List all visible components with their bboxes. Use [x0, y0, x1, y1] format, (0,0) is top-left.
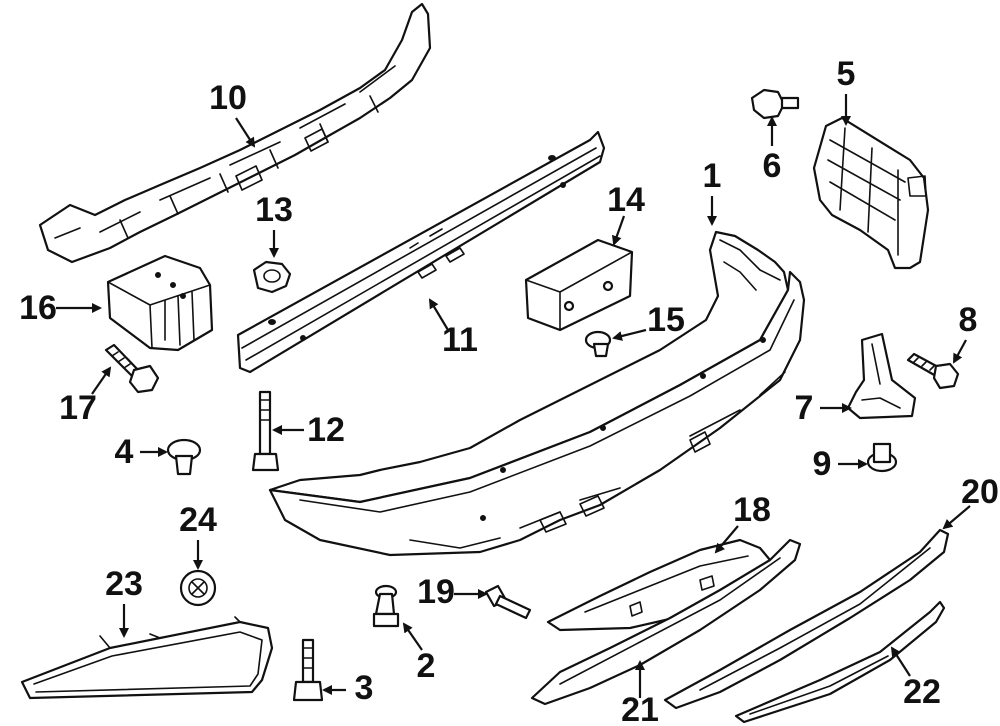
callout-11: 11 [442, 321, 478, 359]
leader-18 [714, 525, 739, 554]
callout-19: 19 [417, 573, 455, 611]
callout-2: 2 [417, 647, 436, 685]
callout-5: 5 [837, 55, 856, 93]
part-2-clip [372, 584, 400, 628]
callout-3: 3 [355, 669, 374, 707]
part-13-nut [252, 260, 292, 294]
callout-13: 13 [255, 191, 293, 229]
part-24-grommet [179, 569, 217, 607]
callout-23: 23 [105, 565, 143, 603]
callout-24: 24 [179, 501, 217, 539]
callout-10: 10 [209, 79, 247, 117]
part-21-lower-trim [530, 538, 802, 706]
part-11-reinforcement-beam [236, 130, 606, 374]
leader-20 [942, 505, 971, 530]
leader-22 [890, 646, 911, 677]
callout-14: 14 [607, 181, 645, 219]
callout-6: 6 [763, 147, 782, 185]
callout-8: 8 [959, 301, 978, 339]
part-4-clip [166, 438, 202, 476]
leader-2 [402, 622, 423, 651]
part-20-lower-trim [663, 528, 950, 710]
part-16-bracket [106, 254, 214, 352]
part-12-bolt [251, 390, 280, 472]
part-7-bracket [846, 332, 917, 420]
part-3-bolt [292, 638, 324, 702]
part-15-clip [584, 330, 612, 358]
callout-9: 9 [813, 445, 832, 483]
part-19-bolt [484, 584, 532, 620]
part-14-module [524, 238, 634, 332]
callout-16: 16 [19, 289, 57, 327]
callout-1: 1 [703, 157, 722, 195]
part-17-bolt [104, 343, 160, 394]
leader-8 [953, 339, 967, 364]
callout-17: 17 [59, 389, 97, 427]
leader-17 [91, 366, 112, 395]
part-10-upper-bracket [38, 2, 432, 264]
leader-11 [428, 298, 449, 331]
part-1-bumper-cover [268, 230, 806, 557]
callout-4: 4 [115, 433, 134, 471]
part-6-nut [750, 88, 800, 120]
leader-10 [235, 117, 256, 148]
leader-15 [612, 328, 647, 341]
callout-leaders [56, 94, 971, 698]
part-22-moulding [734, 600, 946, 724]
callout-18: 18 [733, 491, 771, 529]
part-8-bolt [906, 352, 960, 390]
callout-21: 21 [621, 691, 659, 726]
callout-12: 12 [307, 411, 345, 449]
part-5-side-bracket [812, 116, 930, 270]
leader-14 [611, 215, 626, 246]
callout-7: 7 [795, 389, 814, 427]
callout-labels: 1 2 3 4 5 6 7 8 9 10 11 12 13 14 15 16 1… [19, 55, 999, 726]
part-9-clip [866, 442, 898, 473]
callout-22: 22 [903, 673, 941, 711]
part-23-reflector [20, 616, 274, 700]
callout-20: 20 [961, 473, 999, 511]
callout-15: 15 [647, 301, 685, 339]
